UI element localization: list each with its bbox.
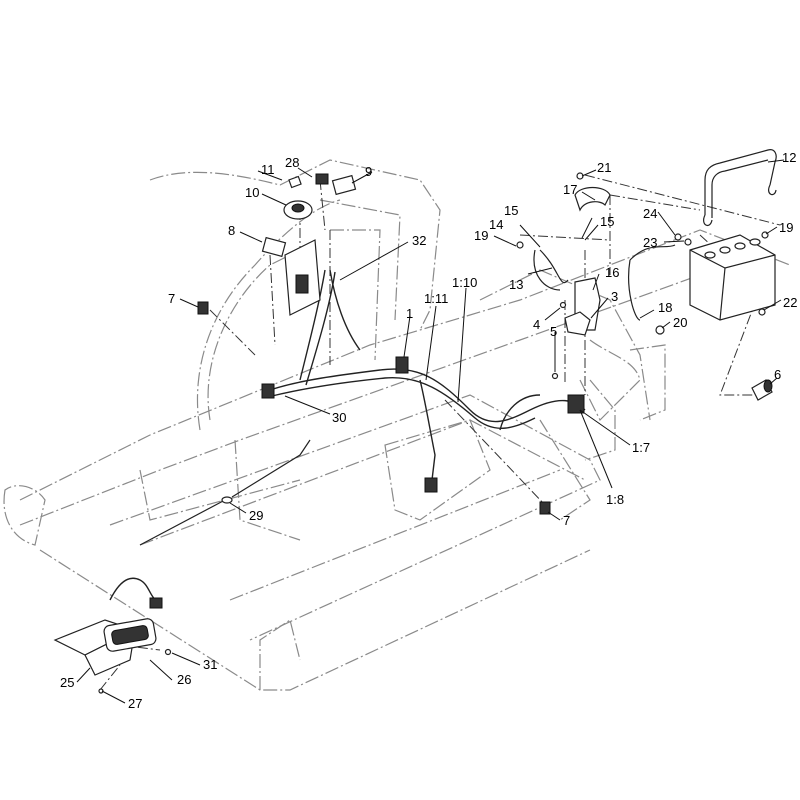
callout-29: 29 bbox=[249, 508, 264, 523]
callout-19-right: 19 bbox=[779, 220, 794, 235]
callout-27: 27 bbox=[128, 696, 143, 711]
callout-25: 25 bbox=[60, 675, 75, 690]
leader-lines bbox=[76, 159, 785, 704]
callout-7-left: 7 bbox=[168, 291, 176, 306]
callout-15-right: 15 bbox=[600, 214, 615, 229]
callout-7-right: 7 bbox=[563, 513, 571, 528]
relay-7a-part bbox=[197, 301, 209, 315]
key-part bbox=[288, 175, 302, 189]
callout-4: 4 bbox=[533, 317, 541, 332]
callout-20: 20 bbox=[673, 315, 688, 330]
callout-16: 16 bbox=[605, 265, 620, 280]
callout-28: 28 bbox=[285, 155, 300, 170]
reference-lines bbox=[99, 174, 781, 691]
chassis-frame bbox=[3, 159, 791, 691]
bolt-5-part bbox=[551, 372, 559, 380]
callout-32: 32 bbox=[412, 233, 427, 248]
callout-13: 13 bbox=[509, 277, 524, 292]
callout-12: 12 bbox=[782, 150, 797, 165]
connector-lower-part bbox=[424, 477, 438, 493]
callout-15-left: 15 bbox=[504, 203, 519, 218]
callout-21: 21 bbox=[597, 160, 612, 175]
callout-17: 17 bbox=[563, 182, 578, 197]
callout-10: 10 bbox=[245, 185, 260, 200]
switch-8-part bbox=[261, 236, 287, 258]
callout-23: 23 bbox=[643, 235, 658, 250]
callout-26: 26 bbox=[177, 672, 192, 687]
wire-harness bbox=[109, 244, 676, 603]
parts bbox=[53, 149, 777, 694]
bolt-22-part bbox=[758, 308, 766, 316]
callout-1-7: 1:7 bbox=[632, 440, 651, 455]
nut-31-part bbox=[164, 648, 172, 656]
callout-24: 24 bbox=[643, 206, 658, 221]
callout-11: 11 bbox=[261, 162, 275, 177]
grommet-29-part bbox=[221, 496, 233, 504]
light-connector-part bbox=[149, 597, 163, 609]
callout-1-10: 1:10 bbox=[452, 275, 478, 290]
callout-1: 1 bbox=[406, 306, 414, 321]
callout-8: 8 bbox=[228, 223, 236, 238]
callout-3: 3 bbox=[611, 289, 619, 304]
clip-part bbox=[315, 173, 329, 185]
callout-6: 6 bbox=[774, 367, 782, 382]
screw-4-part bbox=[559, 301, 567, 309]
callout-14: 14 bbox=[489, 217, 504, 232]
callout-1-11: 1:11 bbox=[424, 291, 449, 306]
switch-9-part bbox=[331, 174, 357, 196]
nut-24-part bbox=[674, 233, 682, 241]
connector-1-part bbox=[395, 356, 409, 374]
callout-30: 30 bbox=[332, 410, 347, 425]
bracket-3-part bbox=[564, 311, 591, 336]
washer-23-part bbox=[684, 238, 692, 246]
callout-18: 18 bbox=[658, 300, 673, 315]
callout-5: 5 bbox=[550, 324, 558, 339]
battery-part bbox=[689, 234, 776, 321]
callout-19-left: 19 bbox=[474, 228, 489, 243]
connector-1-7-part bbox=[567, 394, 585, 414]
callout-31: 31 bbox=[203, 657, 218, 672]
callout-22: 22 bbox=[783, 295, 798, 310]
callout-1-8: 1:8 bbox=[606, 492, 625, 507]
nut-19a-part bbox=[516, 241, 524, 249]
connector-30-part bbox=[261, 383, 275, 399]
callout-9: 9 bbox=[365, 164, 373, 179]
switch-connector-part bbox=[295, 274, 309, 294]
relay-7b-part bbox=[539, 501, 551, 515]
